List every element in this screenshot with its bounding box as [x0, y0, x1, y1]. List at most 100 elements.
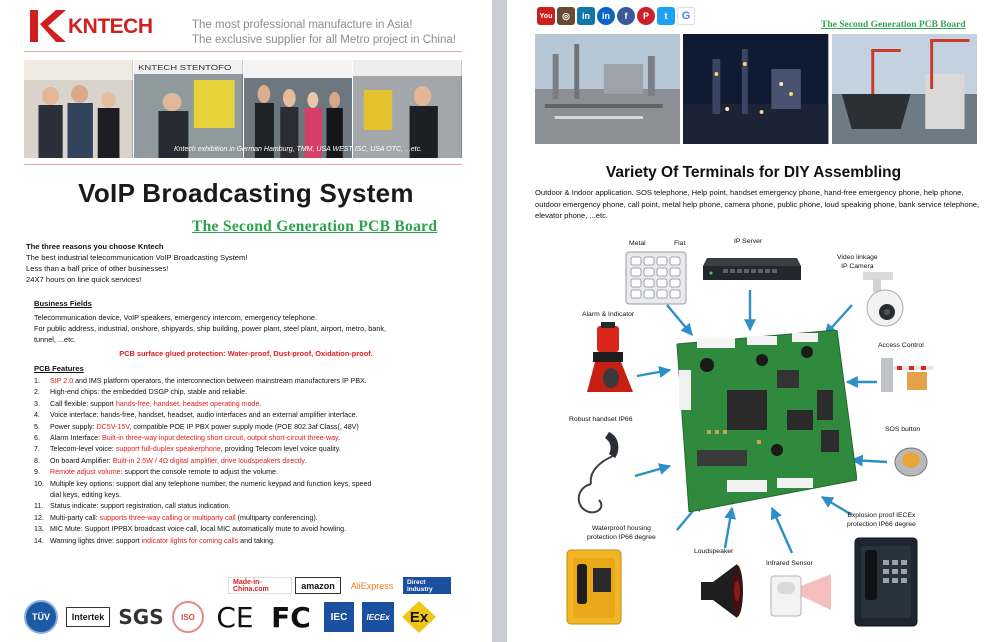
feature-highlight: Remote adjust volume [50, 468, 121, 477]
feature-text: Remote adjust volume: support the consol… [50, 467, 278, 478]
intertek-logo: Intertek [66, 607, 110, 627]
feature-segment: : support the console remote to adjust t… [120, 468, 278, 477]
arrow-alarm [636, 366, 672, 378]
feature-number: 10. [34, 479, 44, 488]
feature-segment: . [259, 399, 262, 408]
feature-segment: Voice interface: hands-free, handset, he… [50, 411, 358, 420]
youtube-icon[interactable]: You [537, 7, 555, 25]
feature-number: 5. [34, 422, 40, 431]
feature-segment: , compatible POE IP PBX power supply mod… [129, 422, 359, 431]
exhibition-photo-1 [24, 60, 134, 158]
feature-item: 4.Voice interface: hands-free, handset, … [34, 410, 462, 421]
feature-highlight: indicator lights for coming calls [141, 536, 239, 545]
alarm-indicator [587, 322, 637, 400]
label-ip-camera: IP Camera [841, 262, 874, 270]
exhibition-photo-2: KNTECH STENTOFO [133, 60, 244, 158]
label-video-line: Video linkage [837, 254, 878, 261]
tagline: The most professional manufacture in Asi… [192, 18, 456, 48]
label-explosion-line-2: protection IP66 degree [847, 520, 916, 528]
label-infrared: Infrared Sensor [766, 560, 813, 567]
pcb-features-heading: PCB Features [34, 364, 84, 373]
banner-caption: Kntech exhibition in German Hamburg, TMM… [174, 146, 423, 153]
feature-highlight: supports three-way calling or multiparty… [99, 513, 236, 522]
feature-segment: Telecom-level voice: [50, 445, 116, 454]
feature-item: 14.Warning lights drive: support indicat… [34, 536, 462, 547]
feature-highlight: hands-free, handset, headset operating m… [115, 399, 260, 408]
access-control-barrier [877, 352, 935, 394]
feature-text: Call flexible: support hands-free, hands… [50, 399, 261, 410]
feature-item: 7. Telecom-level voice: support full-dupl… [34, 444, 462, 455]
instagram-icon[interactable]: ◎ [557, 7, 575, 25]
reason-1: The best industrial telecommunication Vo… [26, 253, 248, 262]
night-plant-photo [683, 34, 829, 144]
feature-item: dial keys, editing keys. [34, 490, 462, 501]
feature-number: 2. [34, 388, 40, 397]
feature-segment: and taking. [238, 536, 275, 545]
twitter-icon[interactable]: t [657, 7, 675, 25]
pinterest-icon[interactable]: P [637, 7, 655, 25]
label-flat: Flat [674, 240, 686, 247]
feature-number: 13. [34, 525, 44, 534]
feature-text: Status indicate: support registration, c… [50, 501, 231, 512]
feature-item: 2. High-end chips: the embedded DSGP chip… [34, 387, 462, 398]
arrow-sos [850, 454, 888, 467]
feature-item: 11.Status indicate: support registration… [34, 501, 462, 512]
feature-number: 9. [34, 468, 40, 477]
exhibition-photo-banner: KNTECH STENTOFO Kntech exhib [24, 60, 462, 158]
facebook-icon[interactable]: f [617, 7, 635, 25]
label-metal: Metal [629, 240, 646, 247]
atex-ex-logo: Ex [402, 601, 436, 633]
kntech-k-icon [30, 10, 66, 42]
shipyard-photo [831, 34, 977, 144]
google-icon[interactable]: G [677, 7, 695, 25]
feature-item: 13. MIC Mute: Support IPPBX broadcast voi… [34, 524, 462, 535]
header-link-title[interactable]: The Second Generation PCB Board [821, 20, 966, 30]
kntech-logo: KNTECH [30, 8, 180, 44]
tuv-logo: TÜV [24, 600, 58, 634]
linkedin-round-icon[interactable]: in [597, 7, 615, 25]
feature-text: MIC Mute: Support IPPBX broadcast voice … [50, 524, 346, 535]
label-loudspeaker: Loudspeaker [694, 548, 734, 555]
feature-highlight: SIP 2.0 [50, 377, 74, 385]
linkedin-icon[interactable]: in [577, 7, 595, 25]
label-access-control: Access Control [878, 342, 924, 349]
feature-segment: Multi-party call: [50, 513, 100, 522]
arrow-loudspeaker [723, 506, 737, 549]
reasons-heading: The three reasons you choose Kntech [26, 242, 164, 251]
logo-text: KNTECH [68, 15, 153, 38]
ip-camera [857, 270, 909, 328]
feature-text: Multiple key options: support dial any t… [50, 479, 371, 490]
banner-sign-text: KNTECH STENTOFO [138, 63, 232, 71]
terminals-title: Variety Of Terminals for DIY Assembling [605, 164, 902, 181]
feature-item: 5.Power supply: DC5V-15V, compatible POE… [34, 422, 462, 433]
feature-text: dial keys, editing keys. [50, 490, 121, 501]
exhibition-photo-3 [243, 60, 354, 158]
iec-logo: IEC [324, 602, 354, 632]
made-in-china-logo: Made-in-China.com [228, 577, 292, 594]
terminals-description: Outdoor & Indoor application. SOS teleph… [535, 188, 980, 221]
reason-3: 24X7 hours on line quick services! [26, 275, 142, 284]
feature-text: Alarm Interface: Built-in three-way inpu… [50, 433, 340, 444]
feature-text: Warning lights drive: support indicator … [50, 536, 275, 547]
business-fields-heading: Business Fields [34, 299, 92, 308]
metal-keypad [625, 251, 687, 305]
feature-segment: Call flexible: support [50, 399, 116, 408]
iecex-logo: IECEx [362, 602, 394, 632]
label-waterproof-line-2: protection IP66 degree [587, 533, 656, 541]
reason-2: Less than a half price of other business… [26, 264, 169, 273]
label-ip-server: IP Server [734, 238, 763, 245]
business-fields-text: Telecommunication device, VoIP speakers,… [34, 312, 464, 345]
feature-item: 12.Multi-party call: supports three-way … [34, 513, 462, 524]
brochure-page-left: KNTECH The most professional manufacture… [0, 0, 492, 642]
feature-highlight: Built-in 2.5W / 4Ω digital amplifier, dr… [112, 456, 305, 465]
feature-text: Multi-party call: supports three-way cal… [50, 513, 318, 524]
feature-number: 7. [34, 445, 40, 454]
feature-segment: . [338, 434, 341, 443]
arrow-handset [634, 463, 672, 478]
feature-segment: High-end chips: the embedded DSGP chip, … [50, 388, 248, 397]
feature-highlight: support full-duplex speakerphone [115, 445, 221, 454]
feature-item: 1.SIP 2.0 and IMS platform operators, th… [34, 376, 462, 387]
aliexpress-logo: AliExpress [344, 577, 400, 594]
waterproof-housing-phone [563, 548, 625, 626]
business-line-2: For public address, industrial, onshore,… [34, 324, 387, 333]
